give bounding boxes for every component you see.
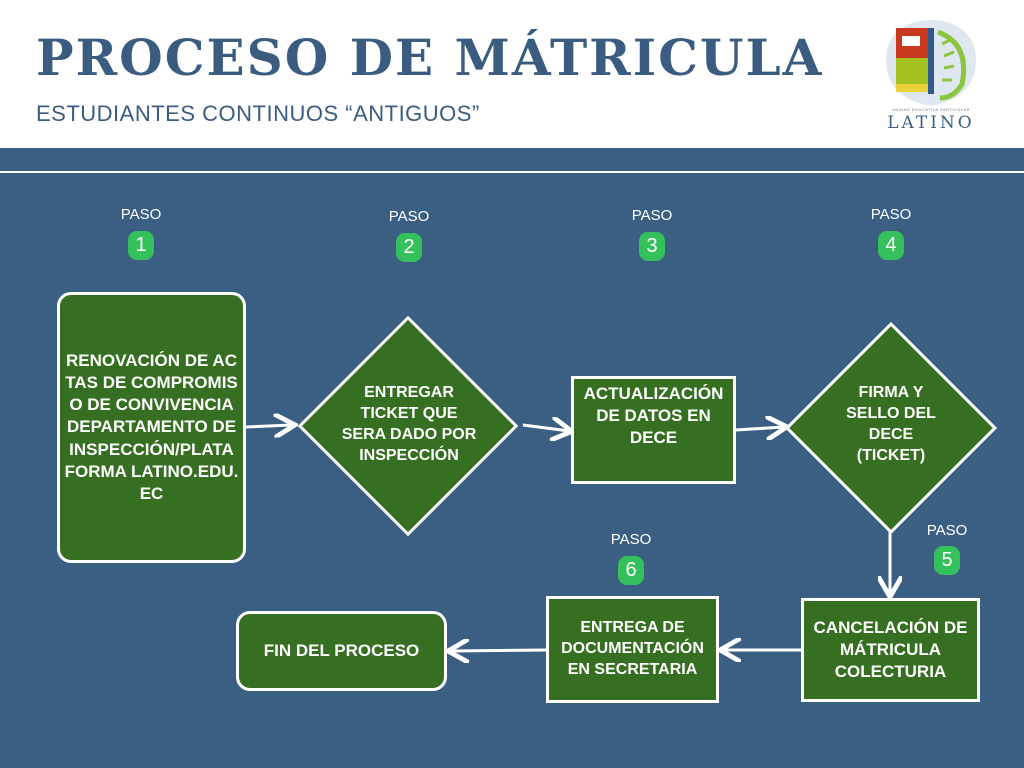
- page-subtitle: ESTUDIANTES CONTINUOS “ANTIGUOS”: [36, 101, 480, 126]
- step-2-label: PASO: [388, 208, 430, 225]
- school-logo: [886, 20, 976, 106]
- logo-tagline: UNIDAD EDUCATIVA PARTICULAR: [891, 107, 971, 112]
- end-node: FIN DEL PROCESO: [236, 611, 447, 691]
- page-title: PROCESO DE MÁTRICULA: [36, 28, 824, 87]
- step-1-number: 1: [128, 231, 154, 260]
- step-1-label: PASO: [120, 206, 162, 223]
- step-5-node: CANCELACIÓN DE MÁTRICULA COLECTURIA: [801, 598, 980, 702]
- step-4-text: FIRMA Y SELLO DEL DECE (TICKET): [846, 384, 936, 464]
- step-3-label: PASO: [631, 207, 673, 224]
- step-2-text: ENTREGAR TICKET QUE SERA DADO POR INSPEC…: [341, 384, 477, 464]
- step-6-number: 6: [618, 556, 644, 585]
- step-5-text: CANCELACIÓN DE MÁTRICULA COLECTURIA: [813, 617, 968, 682]
- step-5-label: PASO: [926, 522, 968, 539]
- step-6-node: ENTREGA DE DOCUMENTACIÓN EN SECRETARIA: [546, 596, 719, 703]
- arrow-3-to-4: [735, 427, 784, 430]
- step-4-label: PASO: [870, 206, 912, 223]
- step-1-text: RENOVACIÓN DE ACTAS DE COMPROMISO DE CON…: [64, 351, 239, 503]
- step-6-label: PASO: [610, 531, 652, 548]
- step-3-text: ACTUALIZACIÓN DE DATOS EN DECE: [583, 384, 724, 448]
- divider: [0, 171, 1024, 173]
- step-6-text: ENTREGA DE DOCUMENTACIÓN EN SECRETARIA: [561, 619, 704, 678]
- step-3-node: ACTUALIZACIÓN DE DATOS EN DECE: [571, 376, 736, 484]
- arrow-6-to-end: [451, 650, 547, 651]
- step-3-number: 3: [639, 232, 665, 261]
- end-text: FIN DEL PROCESO: [263, 640, 420, 660]
- step-2-number: 2: [396, 233, 422, 262]
- arrow-2-to-3: [522, 425, 569, 431]
- header: PROCESO DE MÁTRICULA ESTUDIANTES CONTINU…: [0, 0, 1024, 148]
- logo-wordmark: LATINO: [887, 113, 975, 133]
- step-5-number: 5: [934, 546, 960, 575]
- arrow-1-to-2: [245, 425, 292, 427]
- step-1-node: RENOVACIÓN DE ACTAS DE COMPROMISO DE CON…: [57, 292, 246, 563]
- step-4-number: 4: [878, 231, 904, 260]
